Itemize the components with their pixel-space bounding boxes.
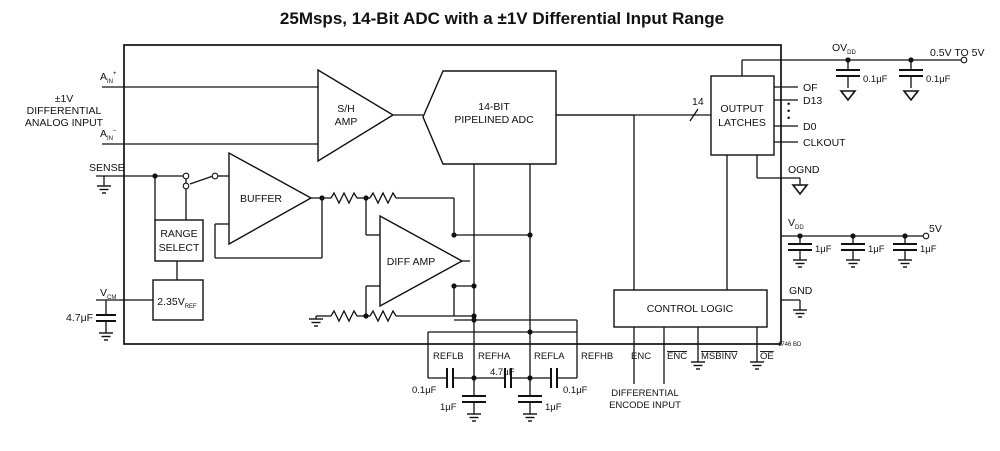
vcm-cap-label: 4.7μF bbox=[66, 312, 93, 324]
ref-cap-label-4: 1μF bbox=[440, 402, 457, 413]
diff-input-label-3: ANALOG INPUT bbox=[25, 117, 104, 129]
junction-refha-320 bbox=[471, 317, 477, 323]
vcm-wires bbox=[96, 299, 153, 341]
output-latches-label-1: OUTPUT bbox=[720, 103, 764, 115]
junction-diff-res bbox=[363, 313, 369, 319]
enc-bar-label: ENC bbox=[667, 351, 687, 362]
output-latches-block bbox=[710, 75, 775, 156]
junction-diff-bottom bbox=[451, 283, 457, 289]
reference-caps bbox=[428, 368, 577, 422]
ovdd-terminal bbox=[960, 56, 968, 64]
diff-input-label-2: DIFFERENTIAL bbox=[27, 105, 102, 117]
figure-code: 1746 BD bbox=[778, 342, 802, 348]
vdd-junction-2 bbox=[850, 233, 856, 239]
refla-label: REFLA bbox=[534, 351, 565, 362]
sense-junction bbox=[152, 173, 158, 179]
adc-label-2: PIPELINED ADC bbox=[454, 114, 534, 126]
junction-diff-top bbox=[451, 232, 457, 238]
sense-label: SENSE bbox=[89, 162, 125, 174]
vdd-cap-label-2: 1μF bbox=[868, 244, 885, 255]
ognd-label: OGND bbox=[788, 164, 820, 176]
junction-res-mid bbox=[363, 195, 369, 201]
buffer-network-wires bbox=[214, 191, 530, 327]
ovdd-label: OVDD bbox=[832, 42, 857, 56]
ain-wires bbox=[102, 86, 423, 145]
encode-input-label-2: ENCODE INPUT bbox=[609, 400, 681, 411]
output-latches-label-2: LATCHES bbox=[718, 117, 766, 129]
ref-cap-label-2: 4.7μF bbox=[490, 367, 515, 378]
switch-contact-a bbox=[182, 172, 190, 180]
vdd-terminal bbox=[922, 232, 930, 240]
diff-amp-triangle bbox=[379, 214, 464, 308]
vref-label: 2.35VREF bbox=[157, 296, 197, 310]
buffer-label: BUFFER bbox=[240, 193, 282, 205]
oe-label: OE bbox=[760, 351, 774, 362]
vdd-junction-1 bbox=[797, 233, 803, 239]
of-label: OF bbox=[803, 82, 818, 94]
ovdd-junction-1 bbox=[845, 57, 851, 63]
control-wires bbox=[633, 327, 765, 384]
ellipsis-dot-2: • bbox=[787, 106, 790, 117]
sh-amp-label-2: AMP bbox=[335, 116, 358, 128]
refha-label: REFHA bbox=[478, 351, 511, 362]
buffer-triangle bbox=[228, 151, 313, 246]
chip-outline bbox=[123, 44, 782, 345]
ellipsis-dot-3: • bbox=[787, 113, 790, 124]
d0-label: D0 bbox=[803, 121, 817, 133]
d13-label: D13 bbox=[803, 95, 822, 107]
gnd-wires bbox=[781, 299, 808, 318]
range-select-label-2: SELECT bbox=[159, 242, 200, 254]
sense-wires bbox=[96, 175, 229, 280]
adc-block bbox=[422, 70, 557, 165]
vcm-label: VCM bbox=[100, 287, 116, 301]
junction-refla-cap bbox=[527, 375, 533, 381]
vdd-cap-label-1: 1μF bbox=[815, 244, 832, 255]
ref-cap-label-3: 0.1μF bbox=[563, 385, 588, 396]
sh-amp-label-1: S/H bbox=[337, 103, 355, 115]
diff-amp-label: DIFF AMP bbox=[387, 256, 435, 268]
output-wires bbox=[556, 59, 962, 290]
gnd-label: GND bbox=[789, 285, 813, 297]
enc-label: ENC bbox=[631, 351, 651, 362]
ellipsis-dot-1: • bbox=[787, 99, 790, 110]
switch-contact-b bbox=[182, 182, 190, 190]
control-logic-block bbox=[613, 289, 768, 328]
diff-input-label-1: ±1V bbox=[55, 93, 74, 105]
reflb-label: REFLB bbox=[433, 351, 464, 362]
ref-cap-label-5: 1μF bbox=[545, 402, 562, 413]
msbinv-label: MSBINV bbox=[701, 351, 738, 362]
vdd-junction-3 bbox=[902, 233, 908, 239]
vdd-label: VDD bbox=[788, 217, 804, 231]
encode-input-label-1: DIFFERENTIAL bbox=[611, 388, 679, 399]
sh-amp-triangle bbox=[317, 68, 395, 163]
junction-refla-332 bbox=[527, 329, 533, 335]
vdd-value-label: 5V bbox=[929, 223, 942, 235]
range-select-block bbox=[154, 219, 204, 262]
ovdd-cap-label-1: 0.1μF bbox=[863, 74, 888, 85]
ovdd-cap-label-2: 0.1μF bbox=[926, 74, 951, 85]
ain-plus-label: AIN+ bbox=[100, 71, 117, 85]
bus-width-label: 14 bbox=[692, 96, 704, 108]
ovdd-junction-2 bbox=[908, 57, 914, 63]
refhb-label: REFHB bbox=[581, 351, 613, 362]
adc-label-1: 14-BIT bbox=[478, 101, 510, 113]
control-logic-label: CONTROL LOGIC bbox=[647, 303, 734, 315]
ovdd-range-label: 0.5V TO 5V bbox=[930, 47, 984, 59]
diagram-title: 25Msps, 14-Bit ADC with a ±1V Differenti… bbox=[280, 9, 724, 28]
clkout-label: CLKOUT bbox=[803, 137, 846, 149]
vdd-wires bbox=[781, 235, 924, 268]
switch-contact-c bbox=[211, 172, 219, 180]
junction-refha-cap bbox=[471, 375, 477, 381]
junction-buffer-out bbox=[319, 195, 325, 201]
ref-cap-label-1: 0.1μF bbox=[412, 385, 437, 396]
ain-minus-label: AIN– bbox=[100, 128, 117, 142]
range-select-label-1: RANGE bbox=[160, 228, 197, 240]
vdd-cap-label-3: 1μF bbox=[920, 244, 937, 255]
